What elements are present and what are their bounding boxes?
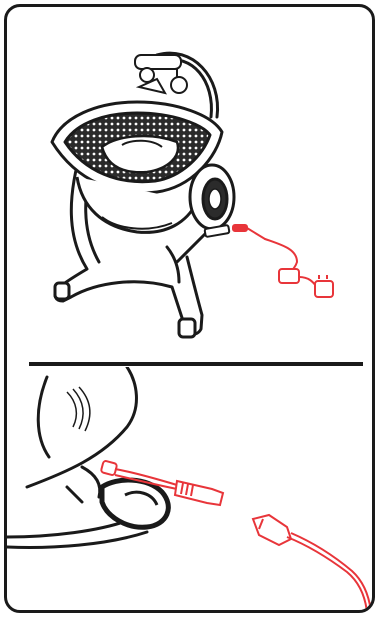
swing-illustration <box>7 7 375 362</box>
power-cord <box>247 228 297 275</box>
step-panel-swing-overview <box>7 7 372 362</box>
instruction-frame <box>4 4 375 613</box>
cord-end <box>253 515 371 612</box>
motor-housing <box>190 165 234 229</box>
step-panel-cord-detail <box>7 367 372 612</box>
panel-divider <box>29 362 363 366</box>
toy-mobile <box>135 55 187 93</box>
power-adapter <box>279 269 333 297</box>
cord-detail-illustration <box>7 367 375 612</box>
housing-texture <box>67 387 90 431</box>
swing-knob <box>102 480 168 527</box>
